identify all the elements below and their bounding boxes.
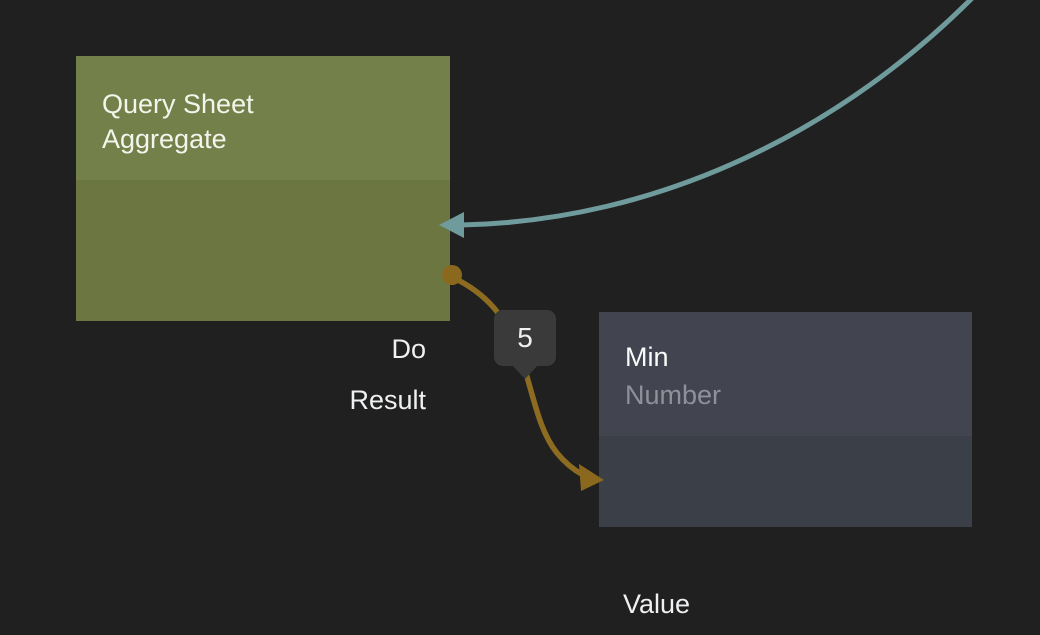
edge-data-arrowhead-icon (579, 464, 604, 491)
node-query-sheet-aggregate[interactable]: Query Sheet Aggregate Do Result (76, 56, 450, 415)
node-min-subtitle: Number (625, 380, 722, 410)
node-query-body: Do Result (76, 180, 450, 415)
edge-exec-arrowhead-icon (439, 212, 464, 238)
node-query-title: Query Sheet Aggregate (102, 89, 254, 154)
edge-exec-wire[interactable] (460, 0, 982, 228)
edge-value-badge: 5 (494, 310, 556, 379)
port-value[interactable]: Value (623, 589, 691, 619)
port-do[interactable]: Do (391, 334, 426, 364)
port-result[interactable]: Result (349, 385, 426, 415)
node-query-header[interactable]: Query Sheet Aggregate (76, 56, 450, 180)
node-min-title: Min (625, 342, 669, 372)
edge-data-wire[interactable] (450, 274, 585, 478)
edge-value-badge-text: 5 (517, 322, 533, 353)
node-min-number[interactable]: Min Number Value (599, 312, 972, 619)
node-min-body: Value (599, 436, 972, 619)
result-port-dot-icon[interactable] (442, 265, 462, 285)
node-min-header[interactable]: Min Number (599, 312, 972, 436)
